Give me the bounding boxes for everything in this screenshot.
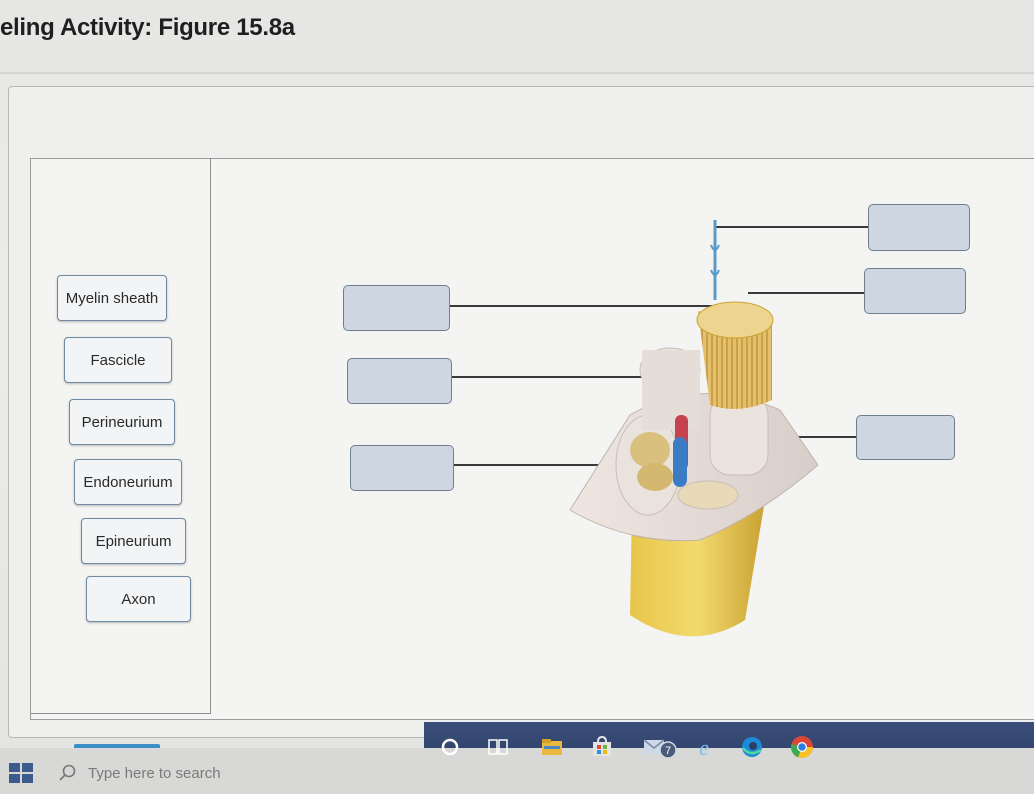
- leader-line-left-3: [454, 464, 604, 466]
- label-chip-endoneurium[interactable]: Endoneurium: [74, 459, 182, 505]
- label-chip-myelin-sheath[interactable]: Myelin sheath: [57, 275, 167, 321]
- store-icon[interactable]: [588, 733, 616, 761]
- search-icon: [59, 764, 76, 781]
- drop-target-left-2[interactable]: [347, 358, 452, 404]
- chrome-icon[interactable]: [788, 733, 816, 761]
- taskbar-search-input[interactable]: Type here to search: [58, 758, 418, 788]
- drop-target-left-3[interactable]: [350, 445, 454, 491]
- label-chip-perineurium[interactable]: Perineurium: [69, 399, 175, 445]
- leader-line-left-1: [450, 305, 712, 307]
- drop-target-left-1[interactable]: [343, 285, 450, 331]
- label-chip-epineurium[interactable]: Epineurium: [81, 518, 186, 564]
- svg-text:e: e: [699, 735, 709, 759]
- leader-line-left-2: [452, 376, 690, 378]
- mail-badge-count: 7: [665, 745, 671, 757]
- label-bank: [30, 158, 211, 714]
- label-chip-axon[interactable]: Axon: [86, 576, 191, 622]
- file-explorer-icon[interactable]: [538, 733, 566, 761]
- search-placeholder: Type here to search: [88, 764, 221, 782]
- drop-target-right-2[interactable]: [864, 268, 966, 314]
- mail-icon[interactable]: 7: [642, 733, 682, 761]
- cortana-circle-icon[interactable]: [436, 733, 464, 761]
- progress-bar: [74, 744, 160, 750]
- nerve-cross-section-diagram: [569, 220, 819, 637]
- task-view-icon[interactable]: [484, 733, 512, 761]
- page-title: eling Activity: Figure 15.8a: [0, 14, 295, 41]
- drop-target-right-3[interactable]: [856, 415, 955, 460]
- drop-target-right-1[interactable]: [868, 204, 970, 251]
- taskbar: [0, 748, 1034, 794]
- ie-icon[interactable]: e: [690, 733, 718, 761]
- edge-icon[interactable]: [738, 733, 766, 761]
- label-chip-fascicle[interactable]: Fascicle: [64, 337, 172, 383]
- header-divider: [0, 72, 1034, 74]
- windows-logo-icon[interactable]: [8, 762, 34, 784]
- leader-line-right-2: [748, 292, 864, 294]
- leader-line-right-1: [716, 226, 868, 228]
